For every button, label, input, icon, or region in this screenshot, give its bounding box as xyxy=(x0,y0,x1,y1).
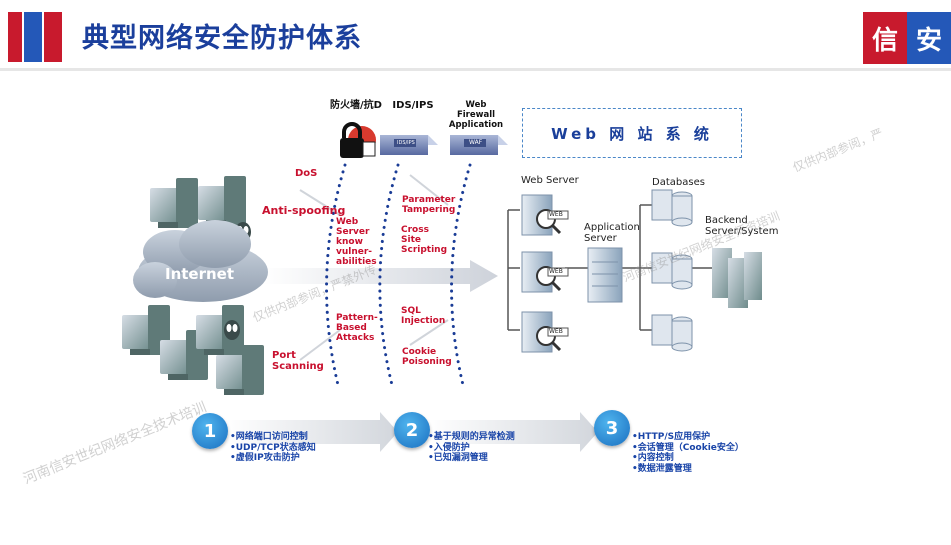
step-1-item: •虚假IP攻击防护 xyxy=(230,453,300,463)
step-1-list: •网络端口访问控制 •UDP/TCP状态感知 •虚假IP攻击防护 xyxy=(230,432,316,464)
ids-plate-label: IDS/IPS xyxy=(397,140,415,146)
client-computers xyxy=(122,176,264,395)
backend-label: Backend Server/System xyxy=(705,215,779,237)
step-3-item: •会话管理（Cookie安全） xyxy=(632,442,744,453)
attack-port-scanning: Port Scanning xyxy=(272,350,324,372)
header-divider xyxy=(0,68,951,71)
ids-device-icon xyxy=(380,135,438,155)
page-title: 典型网络安全防护体系 xyxy=(82,23,362,54)
attack-anti-spoofing: Anti-spoofing xyxy=(262,204,346,217)
attack-web-server-vuln: Web Server know vulner-abilities xyxy=(336,217,377,267)
web-tag-3: WEB xyxy=(549,328,563,335)
step-1-badge: 1 xyxy=(192,413,228,449)
step-2-item: •入侵防护 xyxy=(428,442,470,453)
step-3-item: •数据泄露管理 xyxy=(632,463,692,474)
step-2-badge: 2 xyxy=(394,412,430,448)
step-3-list: •HTTP/S应用保护 •会话管理（Cookie安全） •内容控制 •数据泄露管… xyxy=(632,432,744,474)
step-1-item: •网络端口访问控制 xyxy=(230,432,308,442)
attack-arrows xyxy=(299,174,449,361)
step-2-item: •基于规则的异常检测 xyxy=(428,432,515,442)
web-tag-1: WEB xyxy=(549,211,563,218)
internet-cloud xyxy=(133,220,268,302)
attack-dos: DoS xyxy=(295,168,318,179)
web-system-box: Web 网 站 系 统 xyxy=(522,108,742,158)
databases xyxy=(651,189,693,352)
defense-lines xyxy=(325,163,472,387)
step-2-list: •基于规则的异常检测 •入侵防护 •已知漏洞管理 xyxy=(428,432,515,464)
attack-xss: Cross Site Scripting xyxy=(401,225,448,255)
firewall-icon xyxy=(340,122,376,158)
attack-cookie-poisoning: Cookie Poisoning xyxy=(402,347,452,367)
step-2-item: •已知漏洞管理 xyxy=(428,453,488,463)
header-accent-red-2 xyxy=(44,12,62,62)
web-servers xyxy=(521,194,569,353)
waf-device-icon xyxy=(450,135,508,155)
waf-title: Web Firewall Application xyxy=(448,100,504,130)
step-3-item: •内容控制 xyxy=(632,453,674,463)
attack-sql-injection: SQL Injection xyxy=(401,306,446,326)
application-server xyxy=(587,247,623,303)
ids-title: IDS/IPS xyxy=(392,100,434,111)
step-1-item: •UDP/TCP状态感知 xyxy=(230,442,316,453)
firewall-title: 防火墙/抗D xyxy=(330,100,382,111)
step-arrows xyxy=(225,412,598,452)
backend-servers xyxy=(712,248,762,308)
brand-char-1: 信 xyxy=(863,12,907,64)
attack-pattern-based: Pattern-Based Attacks xyxy=(336,313,378,343)
internet-label: Internet xyxy=(165,265,235,283)
header: 典型网络安全防护体系 信 安 xyxy=(0,0,951,68)
app-server-label: Application Server xyxy=(584,222,640,244)
header-accent-blue xyxy=(24,12,42,62)
web-server-label: Web Server xyxy=(521,175,579,186)
step-3-item: •HTTP/S应用保护 xyxy=(632,432,711,442)
databases-label: Databases xyxy=(652,177,705,188)
step-3-badge: 3 xyxy=(594,410,630,446)
brand-logo: 信 安 xyxy=(863,12,951,64)
brand-char-2: 安 xyxy=(907,12,951,64)
network-links xyxy=(507,204,712,331)
web-tag-2: WEB xyxy=(549,268,563,275)
waf-plate-label: WAF xyxy=(469,139,483,146)
header-accent-red xyxy=(8,12,22,62)
attack-parameter-tampering: Parameter Tampering xyxy=(402,195,456,215)
